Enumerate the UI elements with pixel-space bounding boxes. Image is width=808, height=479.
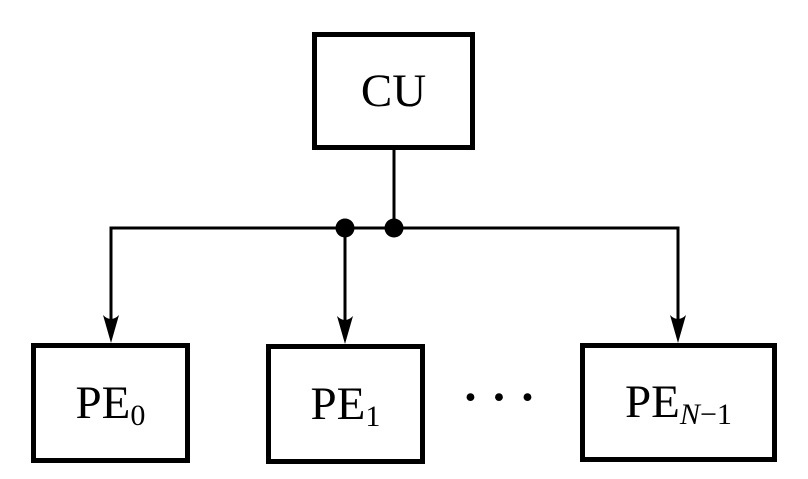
pe0-label-subscript: 0 xyxy=(130,397,146,432)
arrow-to-pe1 xyxy=(337,228,353,344)
pe0-label: PE0 xyxy=(75,376,146,430)
pe1-label-base: PE xyxy=(310,377,366,430)
arrow-to-pe0 xyxy=(103,228,119,343)
pe0-node: PE0 xyxy=(31,343,190,463)
arrow-to-pen1 xyxy=(670,228,686,343)
ellipsis-dots: • • • xyxy=(462,382,538,414)
pe1-label-subscript: 1 xyxy=(365,398,381,433)
pen1-label-base: PE xyxy=(625,376,680,428)
cu-label: CU xyxy=(360,64,427,117)
junction-dot-right xyxy=(384,218,404,238)
arrow-to-pe0-head xyxy=(103,315,119,343)
pen1-label: PEN−1 xyxy=(625,376,732,430)
arrow-to-pe1-head xyxy=(337,316,353,344)
pe1-label: PE1 xyxy=(310,377,381,431)
arrow-to-pen1-head xyxy=(670,315,686,343)
pe0-label-base: PE xyxy=(75,376,131,429)
cu-node: CU xyxy=(312,32,475,150)
pen1-node: PEN−1 xyxy=(580,343,777,462)
pe1-node: PE1 xyxy=(266,344,425,464)
pen1-label-subscript: N−1 xyxy=(679,397,732,432)
